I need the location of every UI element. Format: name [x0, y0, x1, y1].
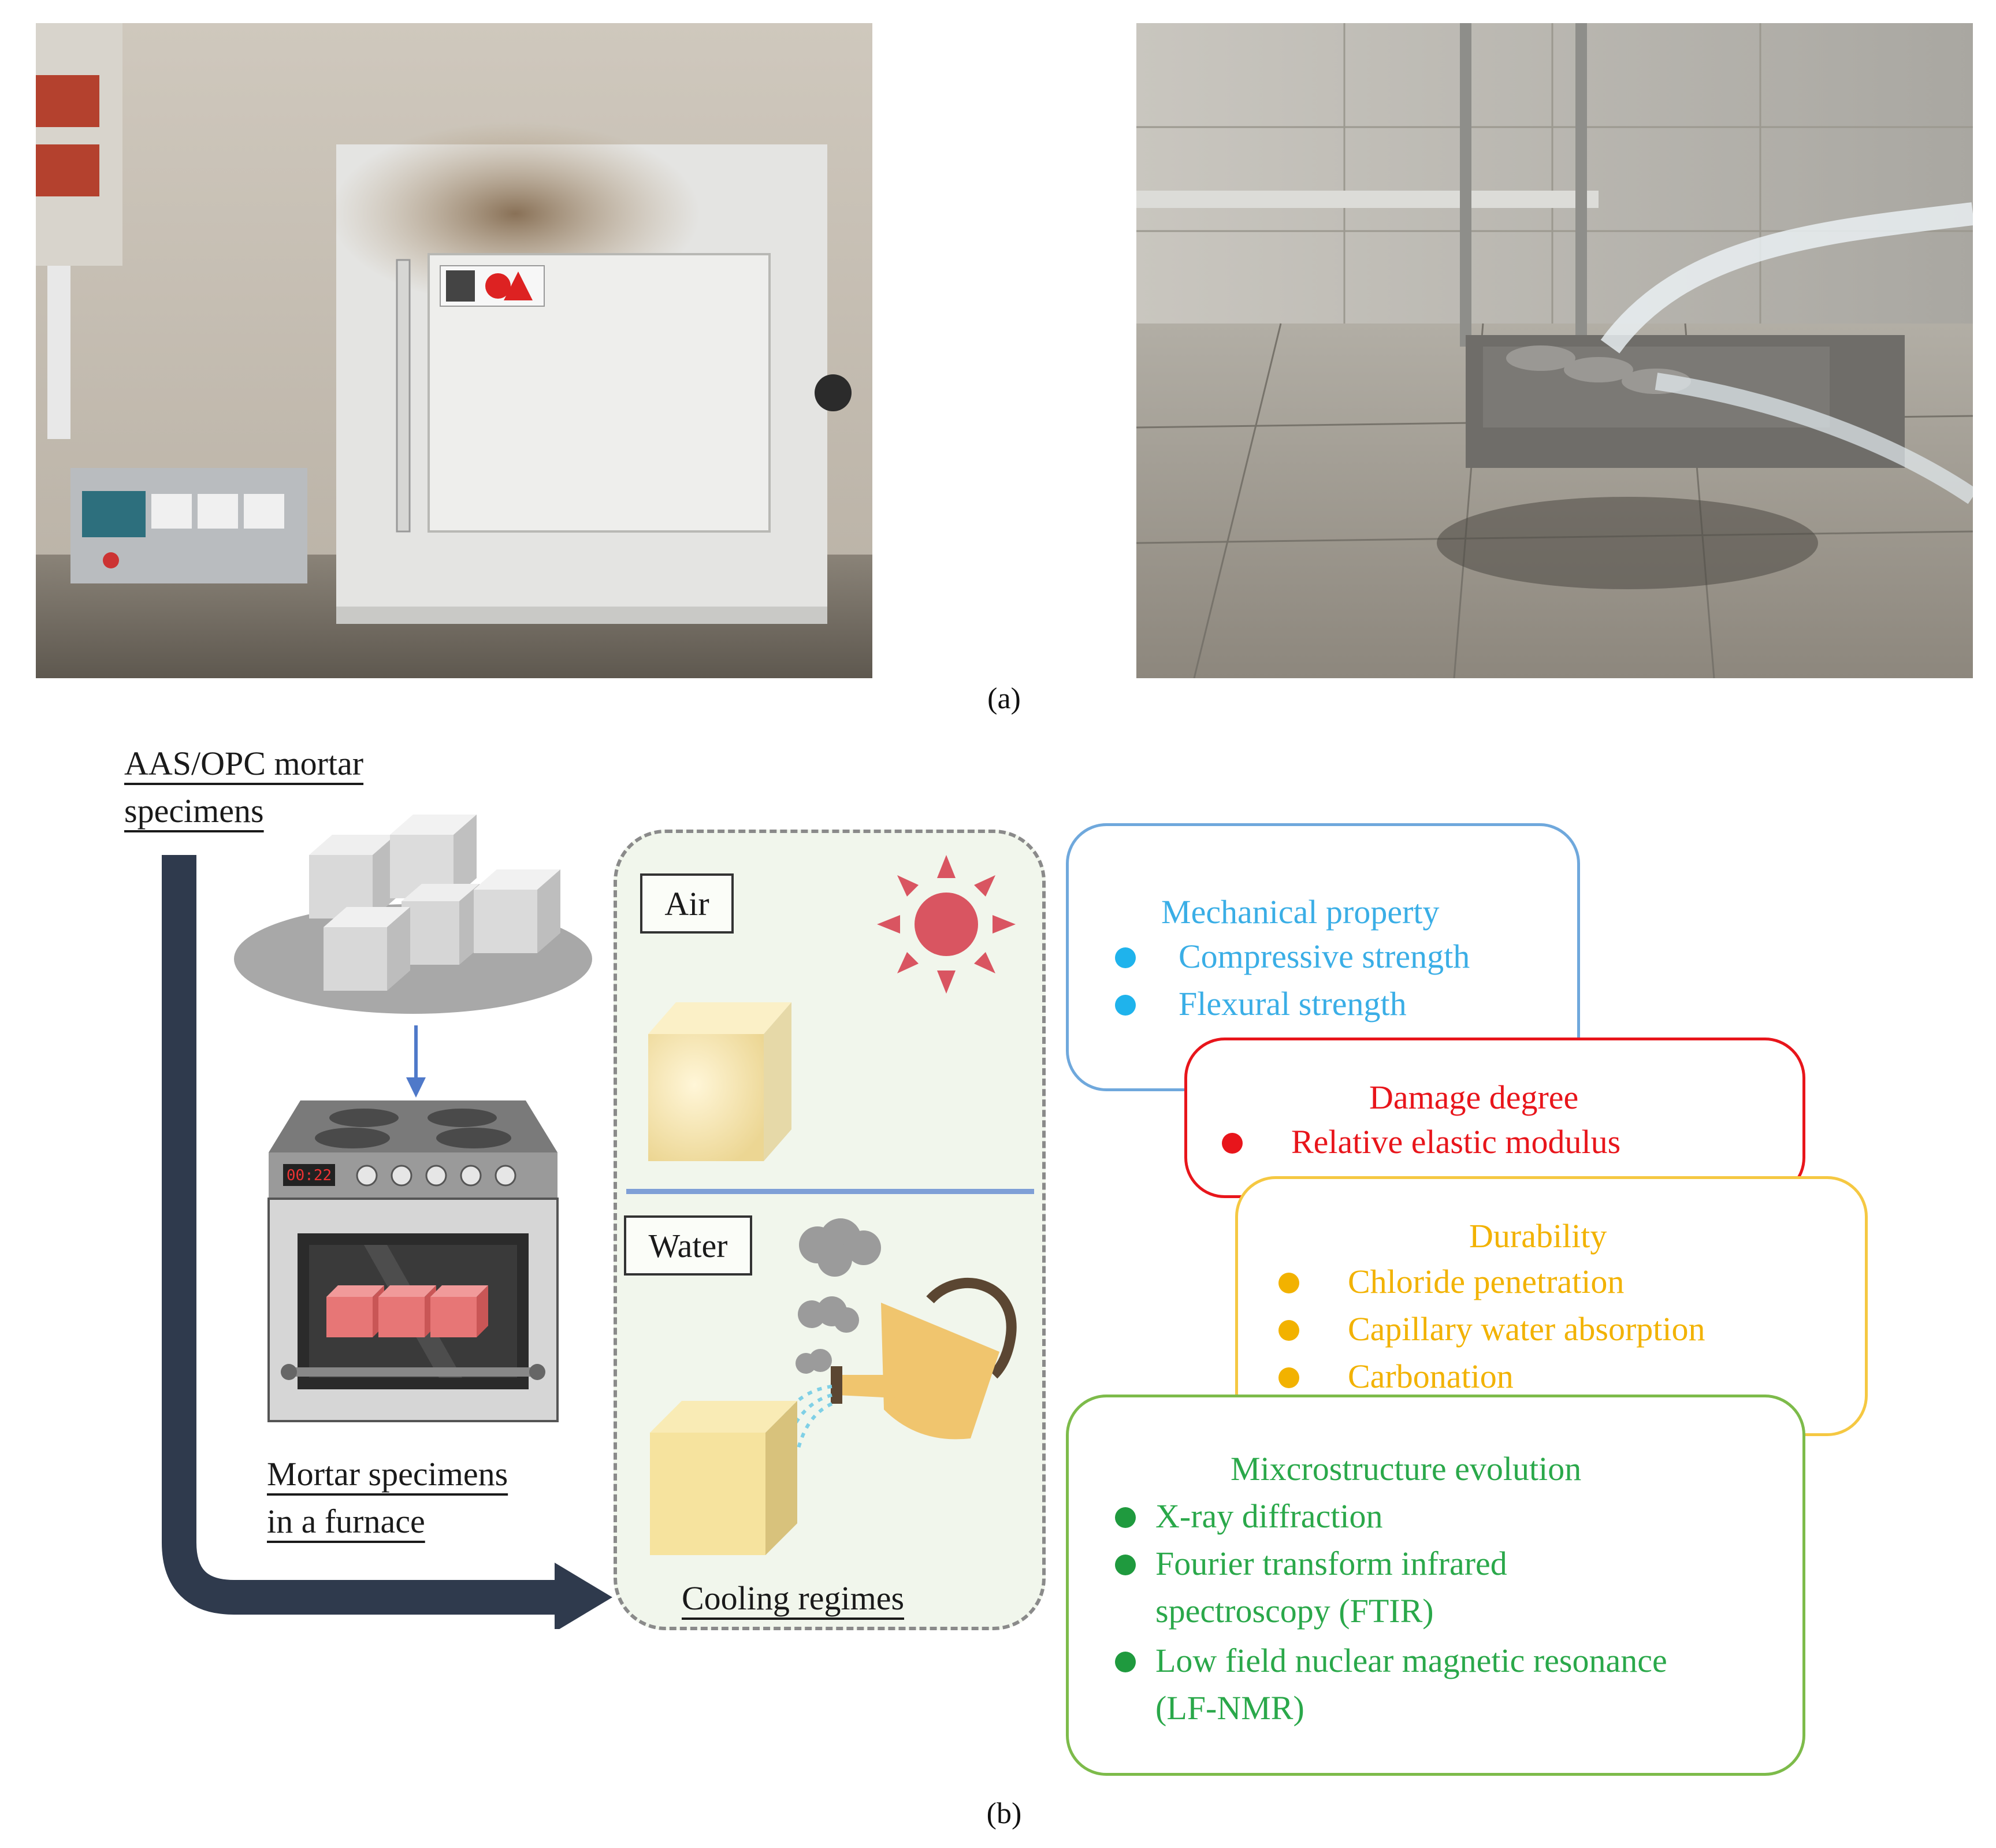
bullet-icon: [1115, 1652, 1136, 1672]
card-durability-heading: Durability: [1469, 1217, 1607, 1255]
card-microstructure-item-3b: (LF-NMR): [1155, 1689, 1304, 1727]
bullet-icon: [1222, 1133, 1243, 1154]
cooling-divider: [626, 1189, 1034, 1194]
down-arrow-icon: [406, 1025, 426, 1098]
furnace-icon: 00:22: [267, 1100, 559, 1422]
bullet-icon: [1278, 1367, 1299, 1388]
card-mechanical-heading: Mechanical property: [1161, 893, 1440, 931]
furnace-photo: [36, 23, 872, 678]
furnace-label-line1: Mortar specimens: [267, 1455, 508, 1493]
bullet-icon: [1115, 1555, 1136, 1575]
card-durability: Durability Chloride penetration Capillar…: [1235, 1176, 1868, 1436]
card-microstructure-item-2: Fourier transform infrared: [1155, 1545, 1507, 1582]
card-microstructure-item-1: X-ray diffraction: [1155, 1497, 1383, 1535]
bullet-icon: [1278, 1320, 1299, 1341]
card-microstructure-heading: Mixcrostructure evolution: [1231, 1450, 1582, 1488]
panel-a-label: (a): [987, 682, 1021, 715]
cooling-regimes-caption: Cooling regimes: [682, 1579, 905, 1617]
card-durability-item-1: Chloride penetration: [1348, 1263, 1625, 1300]
air-cooled-cube-icon: [635, 988, 820, 1173]
bullet-icon: [1115, 947, 1136, 968]
specimens-label-line2: specimens: [124, 792, 264, 830]
bullet-icon: [1115, 995, 1136, 1016]
bullet-icon: [1278, 1273, 1299, 1293]
water-label: Water: [624, 1215, 752, 1276]
water-cooled-cube-icon: [650, 1401, 797, 1555]
specimens-label-line1: AAS/OPC mortar: [124, 745, 364, 782]
card-microstructure-item-3: Low field nuclear magnetic resonance: [1155, 1642, 1667, 1679]
furnace-label-line2: in a furnace: [267, 1503, 425, 1540]
card-microstructure-evolution: Mixcrostructure evolution X-ray diffract…: [1066, 1395, 1805, 1776]
card-durability-item-3: Carbonation: [1348, 1358, 1514, 1395]
process-flow-arrow: [162, 855, 612, 1629]
card-damage-heading: Damage degree: [1369, 1079, 1579, 1116]
card-mechanical-item-2: Flexural strength: [1179, 985, 1407, 1022]
panel-b-label: (b): [986, 1797, 1022, 1830]
air-label: Air: [640, 873, 734, 934]
steam-cloud-icon: [796, 1218, 881, 1374]
card-durability-item-2: Capillary water absorption: [1348, 1310, 1705, 1348]
card-damage-degree: Damage degree Relative elastic modulus: [1184, 1038, 1805, 1198]
specimen-cubes-icon: [234, 815, 592, 1014]
water-cooling-photo: [1136, 23, 1973, 678]
furnace-timer-display: 00:22: [287, 1167, 332, 1184]
card-mechanical-item-1: Compressive strength: [1179, 938, 1470, 975]
card-damage-item-1: Relative elastic modulus: [1291, 1123, 1621, 1161]
watering-can-icon: [831, 1278, 1017, 1440]
card-microstructure-item-2b: spectroscopy (FTIR): [1155, 1592, 1434, 1630]
sun-icon: [877, 855, 1016, 994]
bullet-icon: [1115, 1507, 1136, 1528]
